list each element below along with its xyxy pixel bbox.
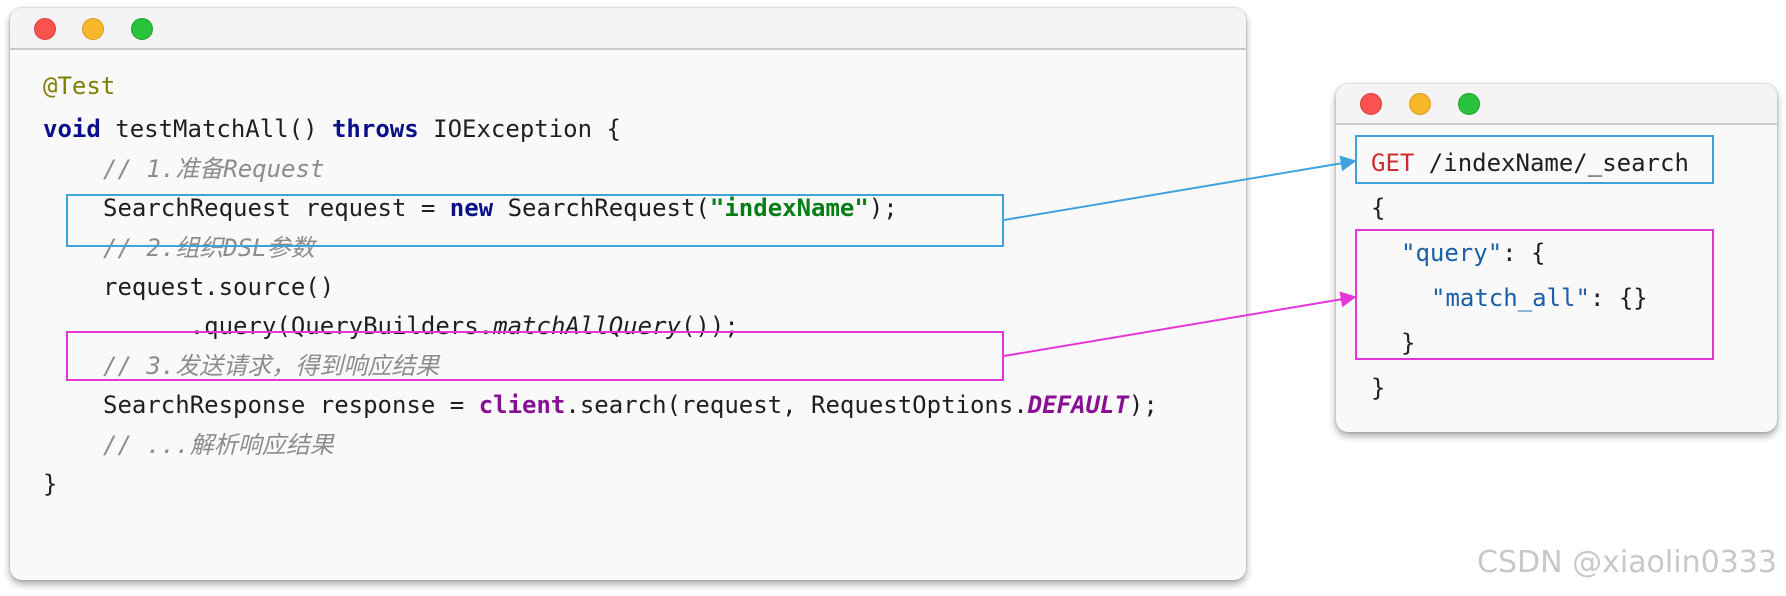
- query-line-end: ());: [680, 312, 739, 340]
- dsl-close-brace: }: [1371, 374, 1386, 402]
- minimize-window-button[interactable]: [82, 18, 104, 40]
- query-call: .query(QueryBuilders.: [103, 312, 494, 340]
- request-path: /indexName/_search: [1414, 149, 1689, 177]
- search-response-line: SearchResponse response = client.search(…: [103, 390, 1158, 420]
- new-keyword: new: [449, 194, 494, 222]
- code-window-titlebar: [10, 8, 1246, 50]
- maximize-window-button[interactable]: [131, 18, 153, 40]
- comment-send-request: // 3.发送请求，得到响应结果: [103, 352, 440, 380]
- default-constant: DEFAULT: [1027, 391, 1129, 419]
- query-dsl-highlight-box: [1355, 229, 1714, 360]
- throws-keyword: throws: [331, 115, 419, 143]
- comment-build-dsl: // 2.组织DSL参数: [103, 234, 315, 262]
- request-line-end: );: [868, 194, 898, 222]
- query-close-brace: }: [1401, 329, 1416, 357]
- query-highlight-box: [66, 331, 1004, 381]
- exception-type: IOException {: [418, 115, 621, 143]
- method-signature-line: void testMatchAll() throws IOException {: [43, 114, 621, 144]
- dsl-window-titlebar: [1336, 84, 1777, 125]
- maximize-window-button[interactable]: [1458, 93, 1480, 115]
- http-method: GET: [1371, 149, 1415, 177]
- comment-prepare-request: // 1.准备Request: [103, 155, 325, 183]
- close-window-button[interactable]: [1360, 93, 1382, 115]
- query-key-line: "query": {: [1401, 238, 1546, 268]
- csdn-watermark: CSDN @xiaolin0333: [1477, 545, 1777, 580]
- match-all-line: "match_all": {}: [1431, 283, 1648, 313]
- method-close-brace: }: [43, 470, 58, 498]
- void-keyword: void: [43, 115, 101, 143]
- index-name-string: "indexName": [709, 194, 869, 222]
- response-line-end: );: [1128, 391, 1158, 419]
- match-all-query-method: matchAllQuery: [493, 312, 681, 340]
- search-request-line: SearchRequest request = new SearchReques…: [103, 193, 898, 223]
- request-decl: SearchRequest request =: [103, 194, 450, 222]
- minimize-window-button[interactable]: [1409, 93, 1431, 115]
- request-highlight-box: [66, 194, 1004, 247]
- get-request-line: GET /indexName/_search: [1371, 148, 1689, 178]
- close-window-button[interactable]: [34, 18, 56, 40]
- request-source-line: request.source(): [103, 273, 335, 301]
- query-line: .query(QueryBuilders.matchAllQuery());: [103, 311, 739, 341]
- client-field: client: [478, 391, 566, 419]
- method-name: testMatchAll(): [100, 115, 332, 143]
- match-all-rest: : {}: [1589, 284, 1648, 312]
- query-key-rest: : {: [1502, 239, 1546, 267]
- request-constructor: SearchRequest(: [493, 194, 710, 222]
- test-annotation: @Test: [43, 72, 116, 100]
- dsl-open-brace: {: [1371, 194, 1386, 222]
- response-decl: SearchResponse response =: [103, 391, 479, 419]
- search-call: .search(request, RequestOptions.: [565, 391, 1028, 419]
- dsl-request-window: [1336, 84, 1777, 432]
- java-code-window: [10, 8, 1246, 580]
- match-all-key: "match_all": [1431, 284, 1590, 312]
- get-highlight-box: [1355, 135, 1714, 184]
- comment-parse-response: // ...解析响应结果: [103, 431, 334, 459]
- query-key: "query": [1401, 239, 1503, 267]
